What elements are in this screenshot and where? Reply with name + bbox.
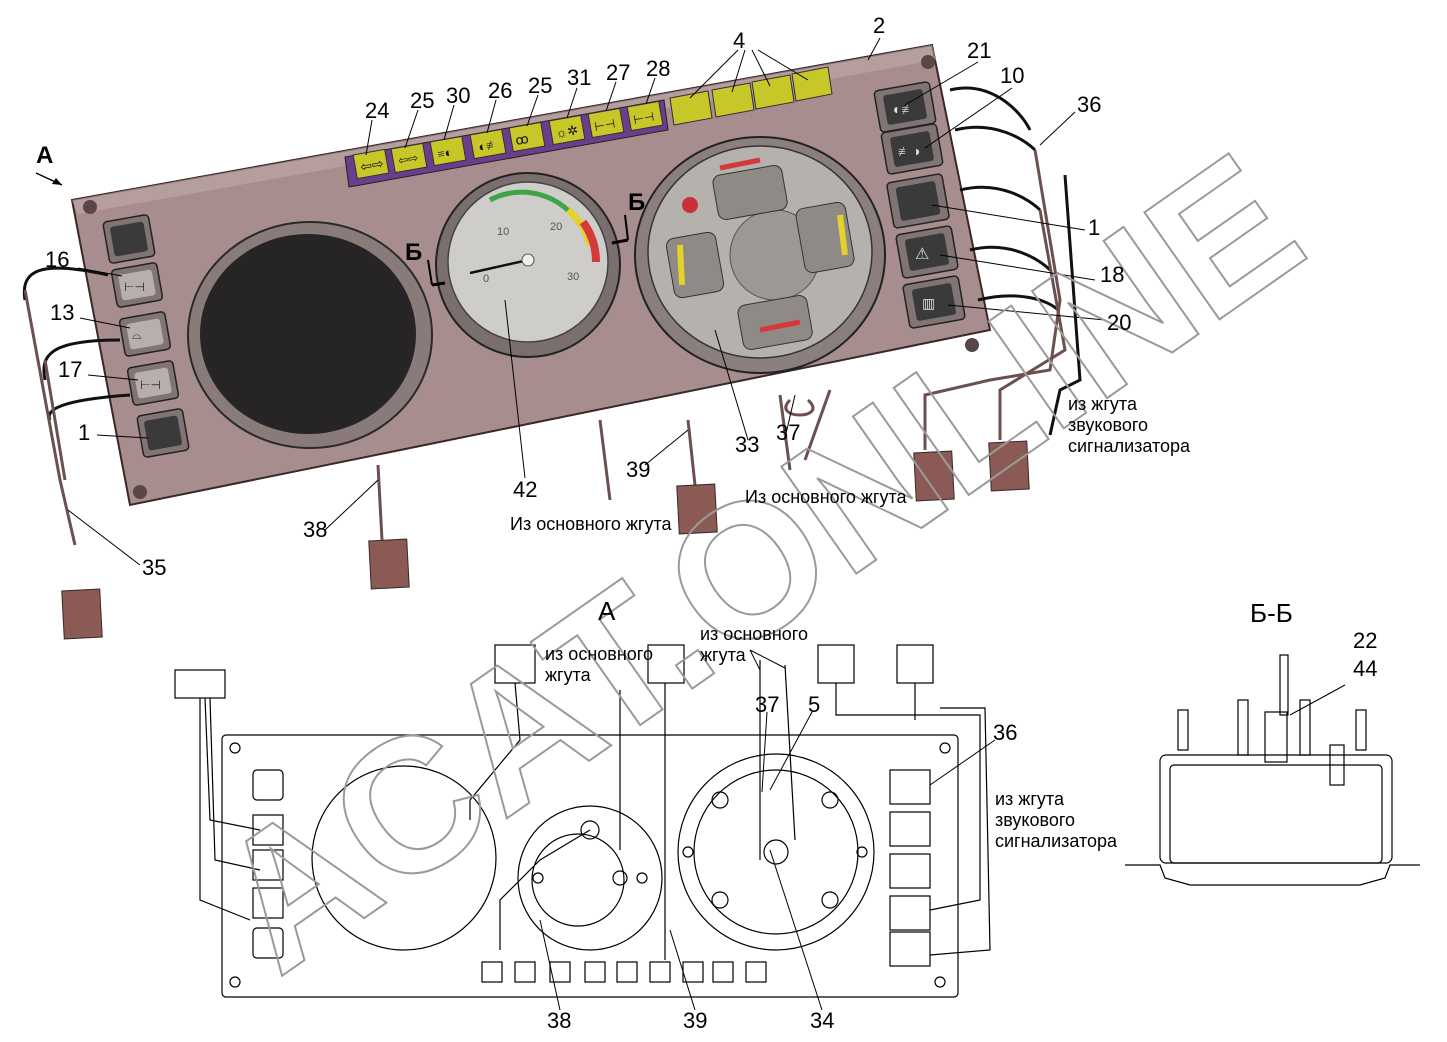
rear-fog-switch-icon: ≢◑ bbox=[898, 145, 920, 160]
tach-tick-0: 0 bbox=[483, 273, 489, 285]
axle-drive-icon: ⊢⊣ bbox=[632, 110, 655, 127]
callout-30: 30 bbox=[446, 83, 470, 108]
turn-signal-icon: ⇦⇨ bbox=[359, 157, 385, 176]
callout-17: 17 bbox=[58, 357, 82, 382]
diff-lock-switch-icon: ⊢⊣ bbox=[124, 280, 145, 294]
harness-captions: из жгута звукового сигнализатора Из осно… bbox=[510, 394, 1191, 851]
callout-26: 26 bbox=[488, 78, 512, 103]
callout-38-view-a: 38 bbox=[547, 1008, 571, 1033]
callout-18: 18 bbox=[1100, 262, 1124, 287]
front-fog-switch-icon: ◐≢ bbox=[893, 103, 915, 118]
callout-42: 42 bbox=[513, 477, 537, 502]
callout-36: 36 bbox=[1077, 92, 1101, 117]
rear-view-panel bbox=[174, 644, 991, 998]
callout-34: 34 bbox=[810, 1008, 834, 1033]
leader-lines-bottom bbox=[539, 649, 996, 1011]
hazard-switch-icon: ⚠ bbox=[915, 246, 929, 263]
caption-sound-harness-3: сигнализатора bbox=[1068, 436, 1191, 456]
callout-31: 31 bbox=[567, 65, 591, 90]
callout-28: 28 bbox=[646, 56, 670, 81]
beacon-switch-icon: ⌓ bbox=[132, 328, 142, 342]
caption-sound-low-2: звукового bbox=[995, 810, 1075, 830]
callout-21: 21 bbox=[967, 38, 991, 63]
tach-tick-20: 20 bbox=[550, 221, 562, 233]
callout-16: 16 bbox=[45, 247, 69, 272]
callout-44: 44 bbox=[1353, 656, 1377, 681]
high-beam-icon: ≡◐ bbox=[436, 144, 454, 161]
view-a-marker: А bbox=[36, 142, 53, 169]
callout-39-view-a: 39 bbox=[683, 1008, 707, 1033]
caption-sound-low-3: сигнализатора bbox=[995, 831, 1118, 851]
wiring-harness-top bbox=[22, 86, 1082, 546]
spare-lamps bbox=[669, 66, 833, 126]
caption-main-harness-a: Из основного жгута bbox=[745, 487, 907, 507]
caption-main-low-2: жгута bbox=[545, 665, 592, 685]
diff-lock-icon: ⊢⊣ bbox=[593, 117, 616, 134]
rear-heater-switch-icon: ▥ bbox=[922, 297, 935, 312]
section-marks bbox=[35, 172, 629, 287]
callout-25b: 25 bbox=[528, 73, 552, 98]
callout-22: 22 bbox=[1353, 628, 1377, 653]
callout-36-view-a: 36 bbox=[993, 720, 1017, 745]
section-b-right: Б bbox=[628, 189, 645, 216]
callout-37-view-a: 37 bbox=[755, 692, 779, 717]
callout-5: 5 bbox=[808, 692, 820, 717]
callout-39: 39 bbox=[626, 457, 650, 482]
work-light-icon: ☼✲ bbox=[554, 122, 579, 141]
callout-numbers: 2 4 21 10 36 24 25 30 26 25 31 27 28 16 … bbox=[45, 13, 1377, 1033]
callout-13: 13 bbox=[50, 300, 74, 325]
callout-20: 20 bbox=[1107, 310, 1131, 335]
caption-main-low2-2: жгута bbox=[700, 645, 747, 665]
callout-38: 38 bbox=[303, 517, 327, 542]
caption-sound-harness-1: из жгута bbox=[1068, 394, 1138, 414]
section-bb-drawing bbox=[1125, 654, 1420, 886]
trailer-turn-icon: ⇦⇨ bbox=[397, 151, 419, 168]
callout-25a: 25 bbox=[410, 88, 434, 113]
callout-24: 24 bbox=[365, 98, 389, 123]
warning-lamp-strip: ⇦⇨ ⇦⇨ ≡◐ ◐≢ ꝏ ☼✲ ⊢⊣ ⊢⊣ bbox=[344, 99, 669, 188]
axle-switch-icon: ⊢⊣ bbox=[140, 378, 161, 392]
glow-plug-icon: ꝏ bbox=[514, 131, 530, 148]
callout-4: 4 bbox=[733, 28, 745, 53]
caption-sound-harness-2: звукового bbox=[1068, 415, 1148, 435]
callout-37: 37 bbox=[776, 420, 800, 445]
caption-main-low-1: из основного bbox=[545, 644, 653, 664]
caption-main-low2-1: из основного bbox=[700, 624, 808, 644]
tachometer-gauge: 0 10 20 30 bbox=[435, 172, 621, 358]
callout-1-left: 1 bbox=[78, 420, 90, 445]
section-b-left: Б bbox=[405, 239, 422, 266]
view-letters: А Б Б А Б-Б bbox=[36, 142, 1293, 628]
tach-tick-10: 10 bbox=[497, 226, 509, 238]
callout-27: 27 bbox=[606, 60, 630, 85]
tach-tick-30: 30 bbox=[567, 271, 579, 283]
combination-gauge bbox=[634, 136, 886, 374]
callout-2: 2 bbox=[873, 13, 885, 38]
caption-sound-low-1: из жгута bbox=[995, 789, 1065, 809]
caption-main-harness-b: Из основного жгута bbox=[510, 514, 672, 534]
view-a-title: А bbox=[598, 596, 616, 626]
section-bb-title: Б-Б bbox=[1250, 598, 1293, 628]
callout-1-right: 1 bbox=[1088, 215, 1100, 240]
fog-lamp-icon: ◐≢ bbox=[477, 136, 500, 154]
right-switch-column: ◐≢ ≢◑ ⚠ ▥ bbox=[873, 81, 966, 329]
left-switch-column: ⊢⊣ ⌓ ⊢⊣ bbox=[102, 214, 190, 458]
callout-33: 33 bbox=[735, 432, 759, 457]
connectors-top bbox=[61, 440, 1030, 640]
leader-lines-top bbox=[67, 37, 1106, 566]
callout-10: 10 bbox=[1000, 63, 1024, 88]
callout-35: 35 bbox=[142, 555, 166, 580]
speedometer-gauge bbox=[187, 221, 433, 449]
